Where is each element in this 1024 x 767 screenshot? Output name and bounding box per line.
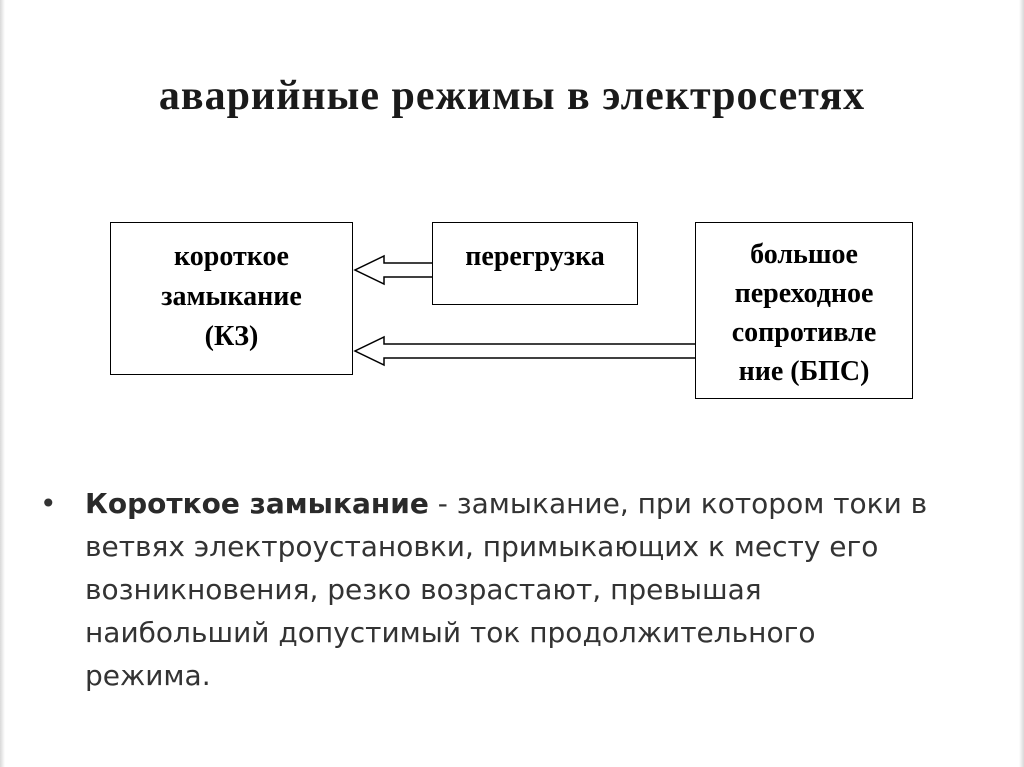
definition-term: Короткое замыкание xyxy=(85,487,429,520)
arrow-bps-to-short-circuit xyxy=(353,335,695,367)
definition-body: - замыкание, при котором токи в ветвях э… xyxy=(85,487,928,692)
box-overload-line-1: перегрузка xyxy=(465,241,605,272)
box-high-transition-resistance: большое переходное сопротивле ние (БПС) xyxy=(695,222,913,399)
slide-title: аварийные режимы в электросетях xyxy=(158,73,866,119)
definition-bullet: • Короткое замыкание - замыкание, при ко… xyxy=(40,482,940,697)
box-short-circuit-line-1: короткое xyxy=(174,241,289,272)
slide-left-shadow xyxy=(0,0,5,767)
arrow-overload-to-short-circuit xyxy=(353,254,432,286)
box-bps-line-1: большое xyxy=(750,239,858,270)
box-short-circuit-line-2: замыкание xyxy=(161,281,302,312)
box-short-circuit: короткое замыкание (КЗ) xyxy=(110,222,353,375)
bullet-dot-icon: • xyxy=(40,487,57,520)
box-bps-line-3: сопротивле xyxy=(731,317,877,348)
slide-right-shadow xyxy=(1019,0,1024,767)
box-bps-line-4: ние (БПС) xyxy=(738,356,870,387)
definition-text: Короткое замыкание - замыкание, при кото… xyxy=(85,482,940,697)
box-short-circuit-line-3: (КЗ) xyxy=(204,321,259,352)
box-bps-line-2: переходное xyxy=(734,278,874,309)
box-overload: перегрузка xyxy=(432,222,638,305)
